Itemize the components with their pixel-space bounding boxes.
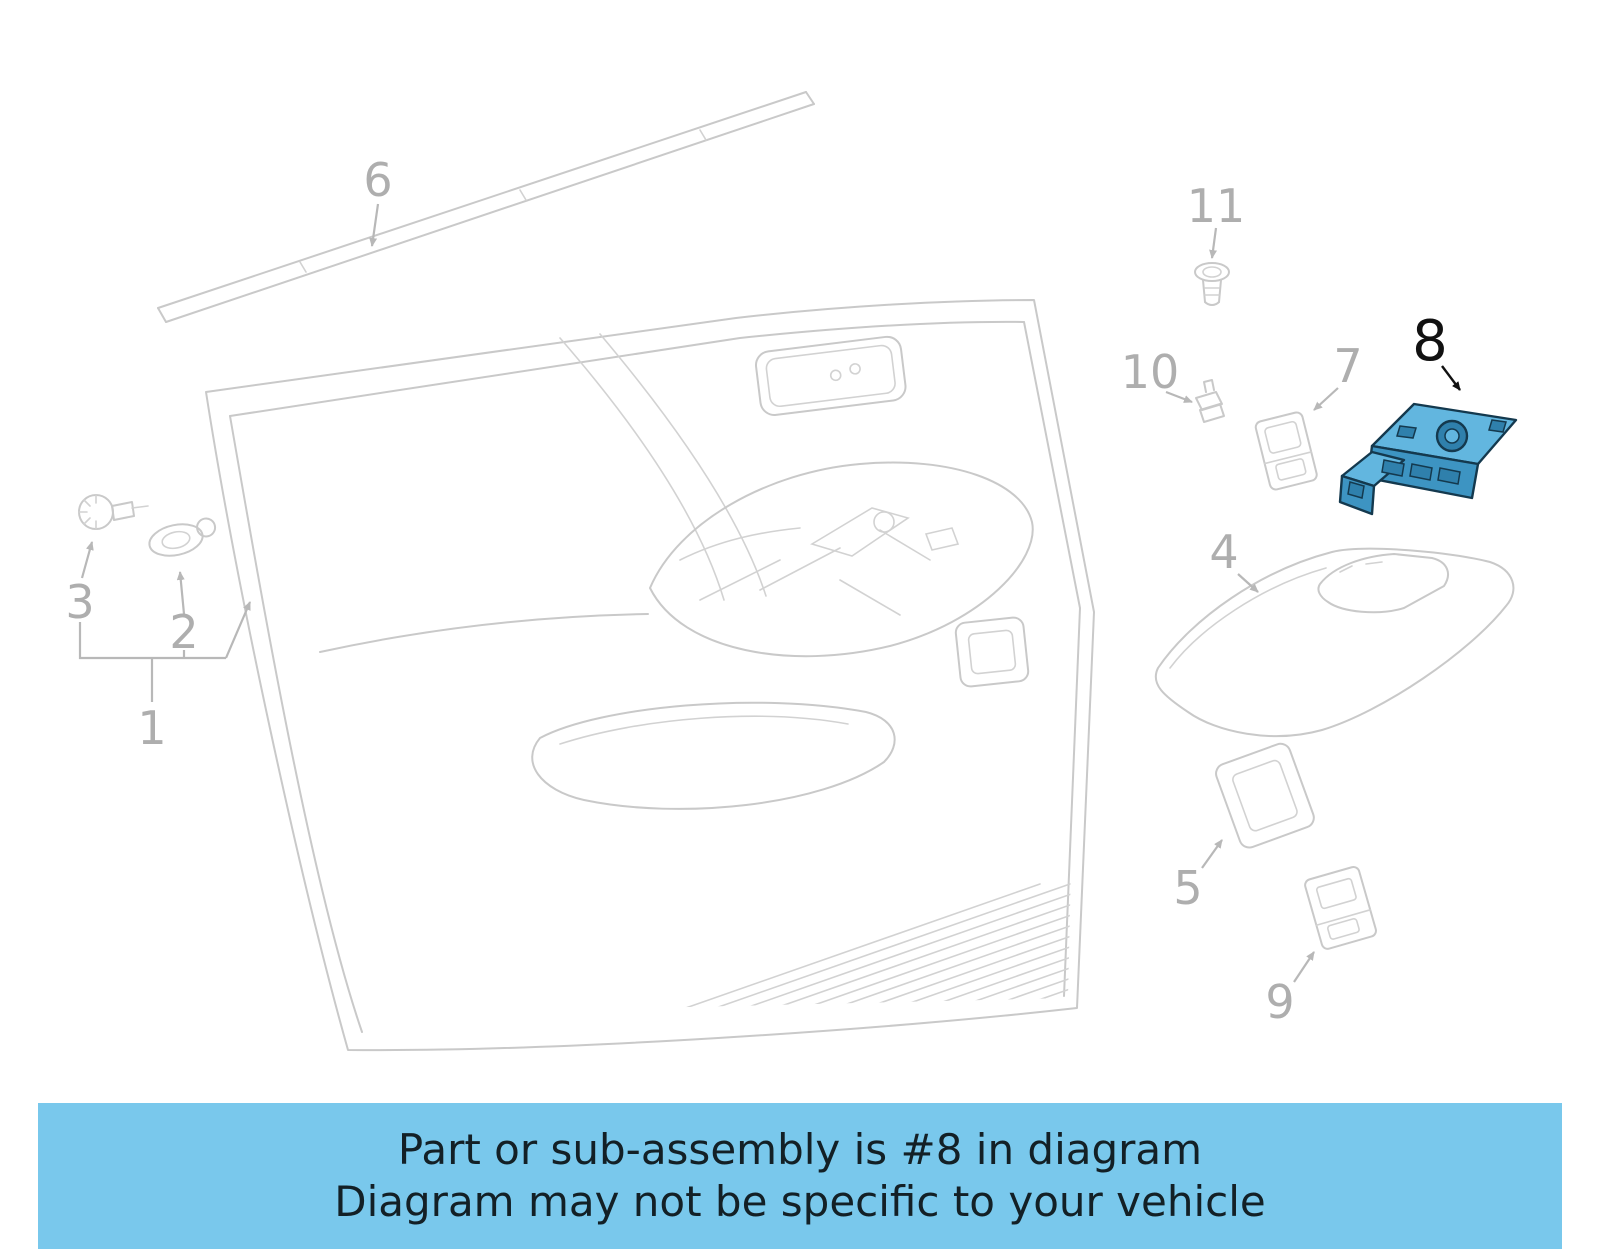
- weatherstrip-art: [157, 91, 815, 323]
- small-clip-art: [1195, 379, 1225, 423]
- part-label-10: 10: [1121, 345, 1180, 399]
- parts-diagram: 1 2 3 4 5 6 7 8 9 10 11: [65, 91, 1518, 1052]
- part-label-2: 2: [169, 605, 198, 659]
- part-label-9: 9: [1265, 975, 1294, 1029]
- part-label-11: 11: [1187, 179, 1246, 233]
- door-armrest-art: [649, 461, 1034, 658]
- part-labels: 1 2 3 4 5 6 7 8 9 10 11: [65, 153, 1447, 1029]
- switch9-art: [1304, 866, 1377, 950]
- door-switch-bezel-art: [754, 335, 907, 416]
- switch7-art: [1254, 411, 1318, 491]
- door-panel-art: [205, 299, 1095, 1052]
- banner-line-1: Part or sub-assembly is #8 in diagram: [397, 1124, 1203, 1174]
- bezel5-art: [1215, 742, 1315, 849]
- part-label-5: 5: [1173, 861, 1202, 915]
- part-label-8-highlighted: 8: [1412, 309, 1448, 374]
- clip-part-art: [78, 494, 149, 530]
- part-label-7: 7: [1333, 339, 1362, 393]
- hatch-lines: [560, 883, 1072, 1010]
- part-label-1: 1: [137, 701, 166, 755]
- info-banner: Part or sub-assembly is #8 in diagram Di…: [38, 1103, 1562, 1249]
- grommet-part-art: [1194, 262, 1230, 306]
- callout-lines: [78, 203, 1461, 983]
- door-pull-cup-art: [954, 616, 1030, 688]
- banner-line-2: Diagram may not be specific to your vehi…: [334, 1177, 1266, 1226]
- part-label-4: 4: [1209, 525, 1238, 579]
- screw-grommet-art: [148, 517, 217, 557]
- part-label-6: 6: [363, 153, 392, 207]
- highlighted-part-8: [1338, 402, 1518, 516]
- part-label-3: 3: [65, 575, 94, 629]
- armrest-part-art: [1154, 547, 1515, 737]
